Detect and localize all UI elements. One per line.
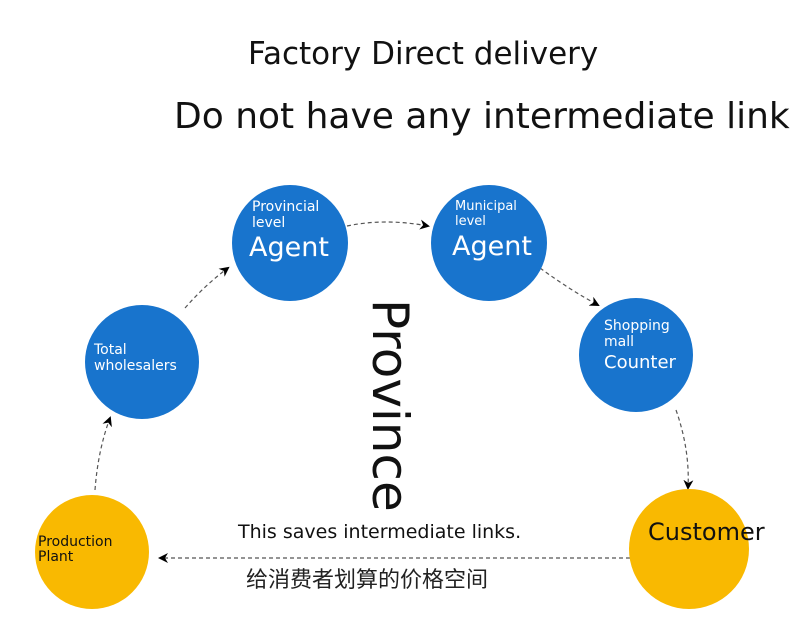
note-english: This saves intermediate links.: [238, 521, 522, 543]
node-production-plant: [35, 495, 149, 609]
node-provincial-agent: [232, 185, 348, 301]
note-chinese: 给消费者划算的价格空间: [246, 568, 489, 593]
arrow-provincial-to-municipal: [346, 219, 430, 230]
wholesalers-label: Total wholesalers: [94, 342, 177, 374]
mall-small-label: Shopping mall: [604, 318, 670, 350]
plant-label: Production Plant: [38, 534, 113, 565]
center-label: Province: [361, 299, 419, 512]
arrow-mall-to-customer: [675, 409, 694, 490]
mall-big-label: Counter: [604, 352, 676, 373]
municipal-big-label: Agent: [452, 231, 532, 262]
arrow-plant-to-wholesalers: [94, 416, 112, 491]
title: Factory Direct delivery: [248, 36, 599, 72]
arrow-municipal-to-mall: [539, 267, 600, 306]
node-total-wholesalers: [85, 305, 199, 419]
customer-label: Customer: [648, 518, 765, 546]
provincial-small-label: Provincial level: [252, 199, 320, 231]
node-municipal-agent: [431, 185, 547, 301]
arrow-wholesalers-to-provincial: [184, 266, 230, 309]
municipal-small-label: Municipal level: [455, 199, 517, 229]
node-customer: [629, 489, 749, 609]
subtitle: Do not have any intermediate links: [174, 96, 790, 137]
provincial-big-label: Agent: [249, 232, 329, 263]
node-shopping-mall: [579, 298, 693, 412]
